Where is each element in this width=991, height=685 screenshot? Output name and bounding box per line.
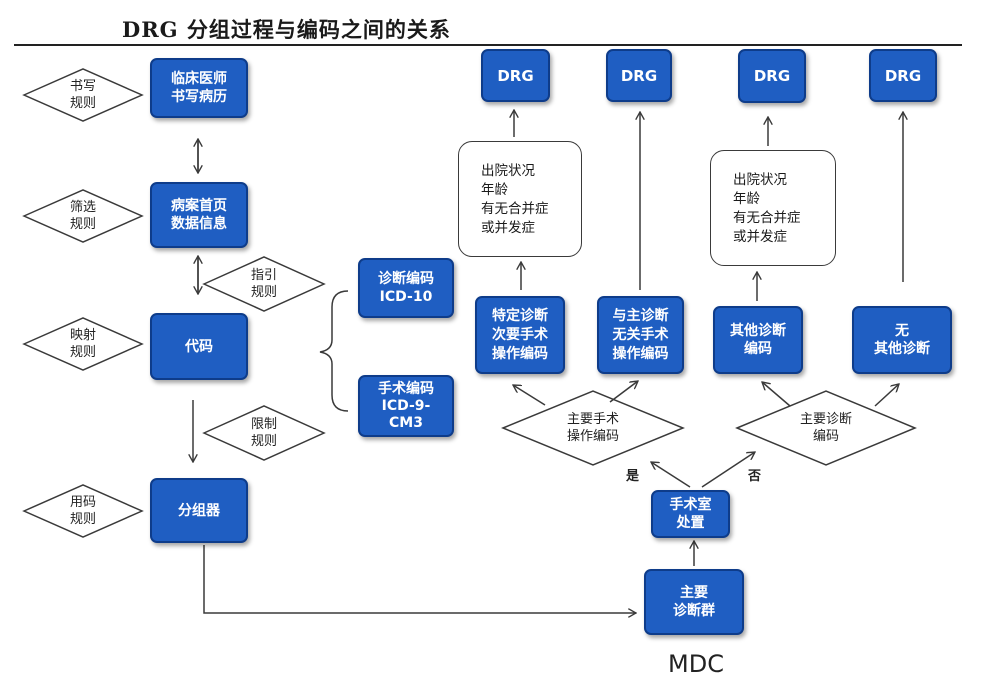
rule-diamond-guide xyxy=(202,256,326,312)
decision-label-diagnosis: 主要诊断 编码 xyxy=(799,412,852,444)
title-underline xyxy=(14,44,962,46)
rule-label-writing: 书写 规则 xyxy=(69,79,96,111)
code-brace xyxy=(319,290,349,412)
drg-box-1: DRG xyxy=(481,49,550,102)
decision-diamond-diagnosis xyxy=(735,390,917,466)
category-box-no-other-diagnosis: 无 其他诊断 xyxy=(852,306,952,374)
branch-label-no: 否 xyxy=(748,469,762,484)
decision-diamond-surgery xyxy=(501,390,685,466)
rule-label-limit: 限制 规则 xyxy=(250,417,277,449)
branch-label-yes: 是 xyxy=(626,469,640,484)
discharge-info-box-1: 出院状况 年龄 有无合并症 或并发症 xyxy=(458,141,582,257)
drg-box-4: DRG xyxy=(869,49,937,102)
discharge-info-box-2: 出院状况 年龄 有无合并症 或并发症 xyxy=(710,150,836,266)
surgery-room-box: 手术室 处置 xyxy=(651,490,730,538)
grouper-box: 分组器 xyxy=(150,478,248,543)
rule-diamond-screening xyxy=(22,189,144,243)
rule-label-mapping: 映射 规则 xyxy=(69,328,96,360)
arrow-grouper-mdc xyxy=(203,545,636,613)
decision-label-surgery: 主要手术 操作编码 xyxy=(566,412,619,444)
diagnosis-code-box: 诊断编码 ICD-10 xyxy=(358,258,454,318)
rule-label-guide: 指引 规则 xyxy=(250,268,277,300)
drg-box-3: DRG xyxy=(738,49,806,103)
category-box-specific-diagnosis: 特定诊断 次要手术 操作编码 xyxy=(475,296,565,374)
mdc-label: MDC xyxy=(668,650,724,678)
rule-diamond-coding xyxy=(22,484,144,538)
rule-label-coding: 用码 规则 xyxy=(69,495,96,527)
diagram-title: DRG 分组过程与编码之间的关系 xyxy=(122,17,451,42)
homepage-data-box: 病案首页 数据信息 xyxy=(150,182,248,248)
drg-box-2: DRG xyxy=(606,49,672,102)
clinical-record-box: 临床医师 书写病历 xyxy=(150,58,248,118)
surgery-code-box: 手术编码 ICD-9- CM3 xyxy=(358,375,454,437)
arrow-surgery-no xyxy=(701,452,755,488)
arrow-decision-cat2 xyxy=(609,381,638,403)
rule-diamond-limit xyxy=(202,405,326,461)
arrow-decision-cat1 xyxy=(513,385,546,406)
major-diagnosis-group-box: 主要 诊断群 xyxy=(644,569,744,635)
category-box-other-diagnosis: 其他诊断 编码 xyxy=(713,306,803,374)
rule-diamond-writing xyxy=(22,68,144,122)
arrow-surgery-yes xyxy=(651,462,691,488)
rule-label-screening: 筛选 规则 xyxy=(69,200,96,232)
rule-diamond-mapping xyxy=(22,317,144,371)
arrow-decision-cat3 xyxy=(762,382,791,407)
code-box: 代码 xyxy=(150,313,248,380)
arrow-decision-cat4 xyxy=(874,384,899,407)
category-box-unrelated-surgery: 与主诊断 无关手术 操作编码 xyxy=(597,296,684,374)
